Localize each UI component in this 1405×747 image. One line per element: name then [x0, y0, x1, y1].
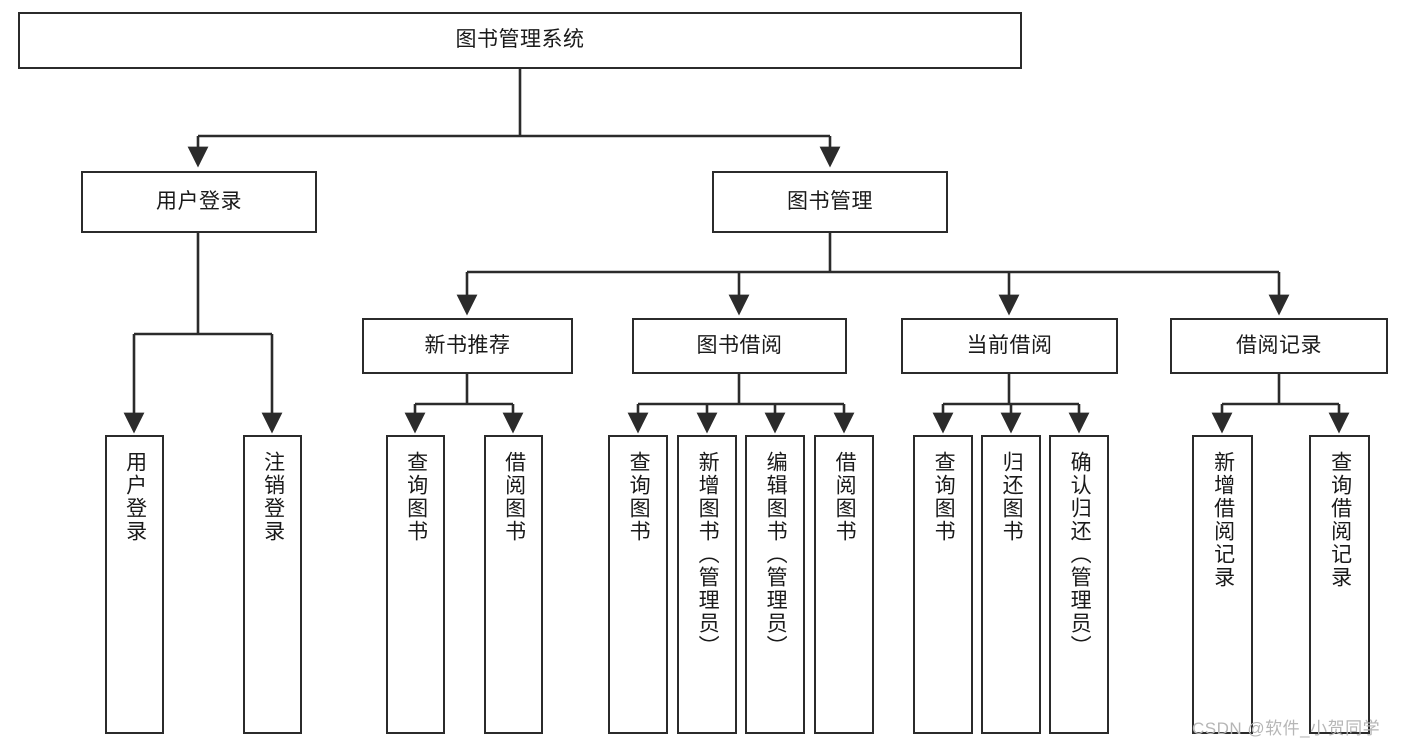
node-leaf-borrow-book-2[interactable]: 借阅图书 — [814, 435, 874, 734]
node-leaf-borrow-book-2-label: 借阅图书 — [833, 451, 857, 543]
node-book-manage-label: 图书管理 — [787, 189, 873, 213]
node-leaf-query-book-2-label: 查询图书 — [627, 451, 651, 543]
node-leaf-query-book-1[interactable]: 查询图书 — [386, 435, 445, 734]
node-user-login[interactable]: 用户登录 — [81, 171, 317, 233]
node-book-borrow-label: 图书借阅 — [696, 333, 783, 357]
csdn-watermark: CSDN @软件_小贺同学 — [1192, 719, 1381, 738]
node-leaf-query-record-label: 查询借阅记录 — [1328, 451, 1352, 589]
node-leaf-confirm-return[interactable]: 确认归还（管理员） — [1049, 435, 1109, 734]
node-leaf-user-login-label: 用户登录 — [123, 451, 147, 543]
node-new-book-recommend-label: 新书推荐 — [424, 333, 511, 357]
node-leaf-logout-login[interactable]: 注销登录 — [243, 435, 302, 734]
node-leaf-query-record[interactable]: 查询借阅记录 — [1309, 435, 1370, 734]
node-borrow-record-label: 借阅记录 — [1236, 333, 1322, 357]
node-leaf-borrow-book-1-label: 借阅图书 — [502, 451, 526, 543]
node-leaf-edit-book[interactable]: 编辑图书（管理员） — [745, 435, 805, 734]
node-new-book-recommend[interactable]: 新书推荐 — [362, 318, 573, 374]
node-leaf-add-record[interactable]: 新增借阅记录 — [1192, 435, 1253, 734]
node-borrow-record[interactable]: 借阅记录 — [1170, 318, 1388, 374]
node-leaf-return-book-label: 归还图书 — [1000, 451, 1024, 543]
node-leaf-add-book[interactable]: 新增图书（管理员） — [677, 435, 737, 734]
node-root-label: 图书管理系统 — [455, 28, 585, 52]
node-leaf-query-book-1-label: 查询图书 — [404, 451, 428, 543]
node-leaf-user-login[interactable]: 用户登录 — [105, 435, 164, 734]
node-current-borrow-label: 当前借阅 — [966, 333, 1053, 357]
node-leaf-return-book[interactable]: 归还图书 — [981, 435, 1041, 734]
node-leaf-borrow-book-1[interactable]: 借阅图书 — [484, 435, 543, 734]
node-current-borrow[interactable]: 当前借阅 — [901, 318, 1118, 374]
node-book-manage[interactable]: 图书管理 — [712, 171, 948, 233]
node-leaf-logout-login-label: 注销登录 — [261, 451, 285, 543]
node-book-borrow[interactable]: 图书借阅 — [632, 318, 847, 374]
node-leaf-edit-book-label: 编辑图书（管理员） — [764, 451, 788, 658]
node-leaf-query-book-3-label: 查询图书 — [932, 451, 956, 543]
node-leaf-query-book-3[interactable]: 查询图书 — [913, 435, 973, 734]
node-leaf-add-record-label: 新增借阅记录 — [1211, 451, 1235, 589]
node-leaf-confirm-return-label: 确认归还（管理员） — [1068, 451, 1092, 658]
node-leaf-query-book-2[interactable]: 查询图书 — [608, 435, 668, 734]
node-leaf-add-book-label: 新增图书（管理员） — [696, 451, 720, 658]
node-root[interactable]: 图书管理系统 — [18, 12, 1022, 69]
node-user-login-label: 用户登录 — [156, 189, 242, 213]
